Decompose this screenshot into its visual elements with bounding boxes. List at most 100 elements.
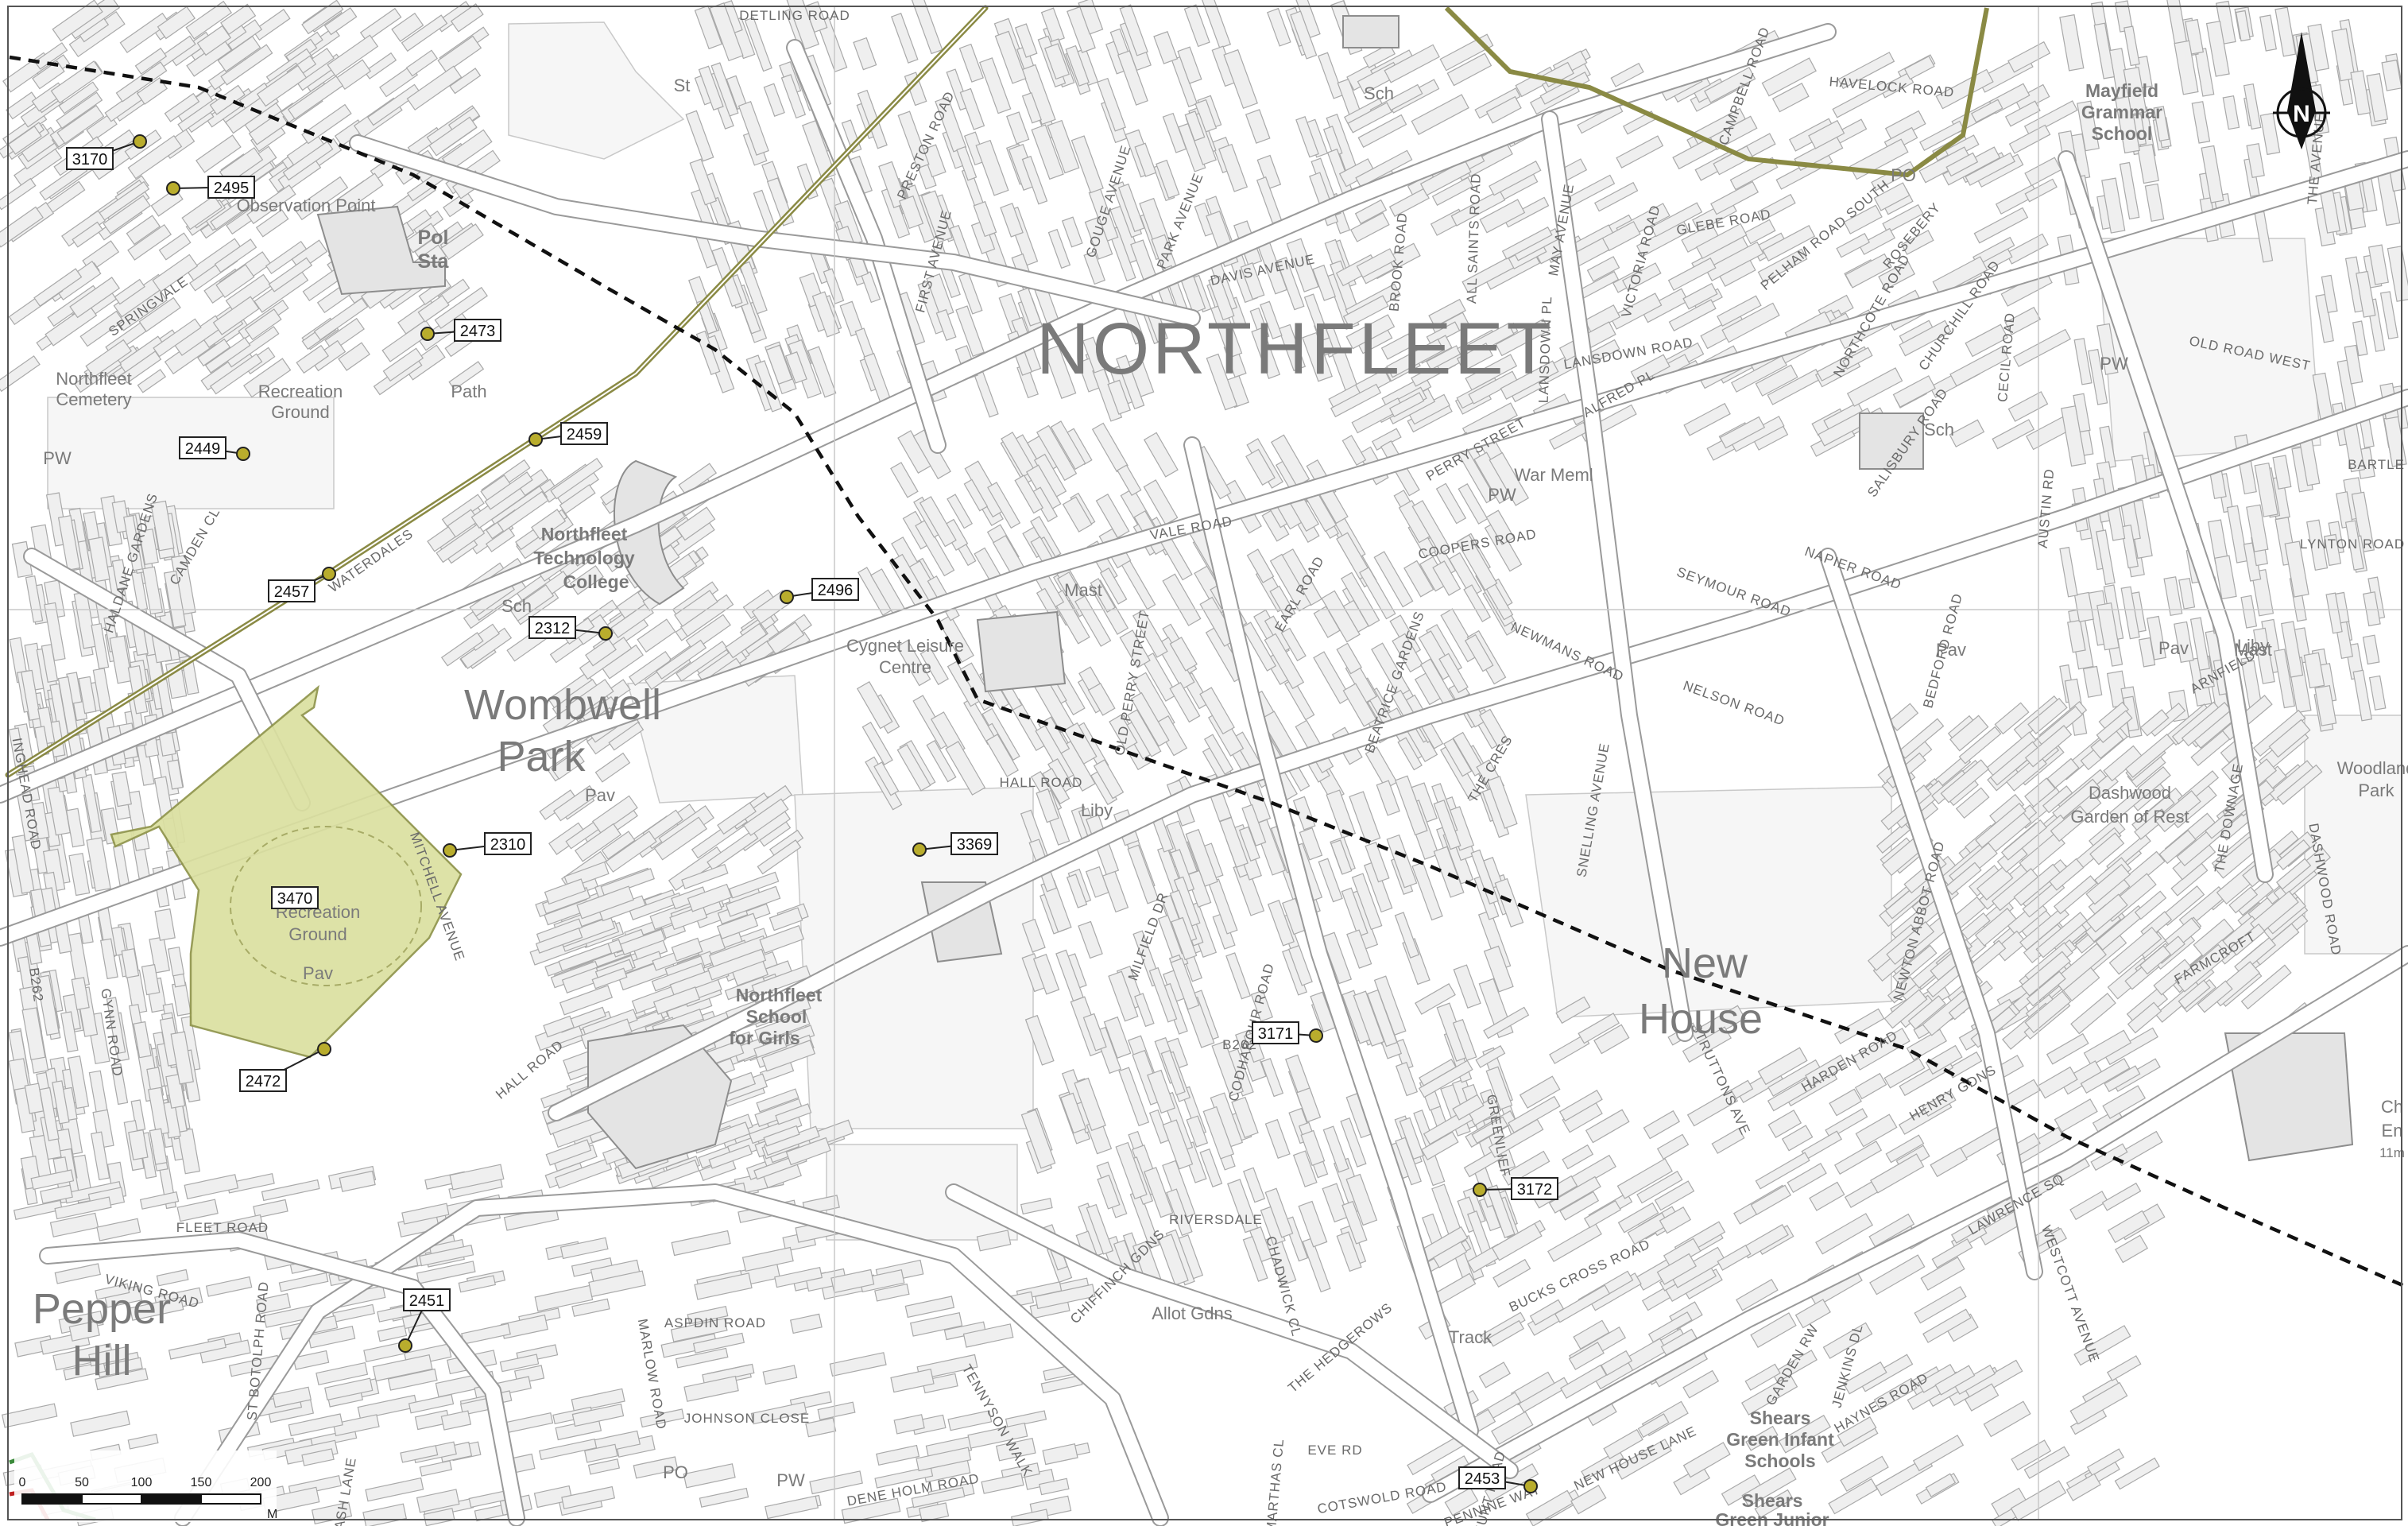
- building-block: [268, 257, 313, 292]
- building-block: [36, 974, 60, 1036]
- building-block: [1411, 94, 1469, 136]
- building-block: [416, 1261, 476, 1284]
- building-block: [915, 519, 955, 577]
- building-block: [2281, 621, 2304, 678]
- building-block: [416, 1489, 460, 1513]
- building-block: [437, 35, 482, 73]
- building-block: [569, 565, 604, 595]
- building-block: [204, 337, 251, 374]
- place-label: Park: [497, 733, 586, 780]
- building-block: [34, 42, 68, 70]
- building-block: [890, 1368, 935, 1393]
- building-block: [717, 802, 757, 835]
- marker-dot[interactable]: [912, 842, 927, 857]
- building-block: [167, 759, 184, 790]
- building-block: [1371, 428, 1402, 451]
- building-block: [379, 64, 419, 98]
- building-block: [737, 101, 769, 156]
- marker-dot[interactable]: [1523, 1479, 1538, 1493]
- building-block: [2019, 831, 2065, 875]
- building-block: [1251, 327, 1281, 379]
- building-block: [1975, 802, 2027, 849]
- place-label: Garden of Rest: [2070, 807, 2189, 827]
- building-block: [2336, 491, 2354, 529]
- building-block: [2243, 83, 2262, 130]
- building-block: [1836, 232, 1871, 258]
- building-block: [440, 223, 484, 261]
- marker-dot[interactable]: [598, 626, 613, 641]
- building-block: [675, 1347, 729, 1369]
- marker-dot[interactable]: [420, 327, 435, 341]
- building-block: [2042, 785, 2073, 814]
- building-block: [246, 184, 296, 225]
- building-block: [683, 1463, 736, 1489]
- building-block: [1208, 275, 1235, 321]
- building-block: [21, 1007, 46, 1060]
- building-block: [1829, 1088, 1862, 1117]
- greenspace-layer: [47, 21, 2402, 1241]
- building-block: [1086, 1203, 1114, 1255]
- building-block: [1869, 1254, 1926, 1296]
- building-block: [127, 223, 172, 261]
- building-block: [158, 232, 192, 261]
- building-block: [1036, 788, 1059, 823]
- building-block: [1355, 149, 1413, 188]
- building-block: [2085, 863, 2131, 905]
- building-block: [67, 1055, 90, 1110]
- marker-dot[interactable]: [443, 843, 457, 858]
- building-block: [1117, 50, 1148, 106]
- building-block: [2235, 880, 2274, 916]
- scale-label: 200: [250, 1476, 272, 1489]
- building-block: [2144, 183, 2165, 222]
- marker-dot[interactable]: [317, 1042, 331, 1056]
- building-block: [106, 997, 126, 1055]
- building-block: [1017, 287, 1042, 327]
- building-block: [278, 1272, 329, 1292]
- marker-dot[interactable]: [528, 432, 543, 447]
- building-block: [1458, 482, 1489, 525]
- building-block: [2259, 14, 2277, 52]
- marker-dot[interactable]: [236, 447, 250, 461]
- scale-label: 150: [191, 1476, 212, 1489]
- building-block: [288, 1413, 343, 1437]
- place-label: Pav: [2158, 638, 2189, 658]
- site-marker-3470[interactable]: 3470: [271, 886, 319, 909]
- building-block: [256, 64, 308, 107]
- place-label: Recreation: [258, 382, 343, 401]
- marker-dot[interactable]: [780, 590, 794, 604]
- place-label: PO: [1891, 165, 1916, 185]
- building-block: [710, 62, 739, 117]
- building-block: [1432, 1241, 1468, 1268]
- building-block: [1395, 775, 1428, 836]
- building-block: [1199, 1148, 1223, 1187]
- building-block: [285, 1439, 339, 1465]
- marker-dot[interactable]: [133, 134, 147, 149]
- building-block: [1036, 424, 1078, 482]
- building-block: [220, 44, 273, 86]
- building-block: [1420, 1131, 1459, 1161]
- marker-dot[interactable]: [322, 567, 336, 581]
- marker-dot[interactable]: [1473, 1183, 1487, 1197]
- place-label: PW: [2100, 354, 2128, 374]
- building-block: [1364, 861, 1393, 913]
- building-block: [1650, 202, 1703, 238]
- building-block: [1682, 1026, 1732, 1063]
- marker-dot[interactable]: [1309, 1028, 1323, 1043]
- building-block: [181, 195, 223, 230]
- building-block: [1888, 703, 1919, 731]
- building-block: [1099, 567, 1128, 605]
- building-block: [404, 344, 446, 381]
- building-block: [1108, 970, 1139, 1022]
- building-block: [126, 215, 161, 246]
- building-block: [1399, 1117, 1424, 1160]
- building-block: [1983, 1400, 2031, 1438]
- marker-dot[interactable]: [166, 181, 180, 196]
- building-block: [1278, 323, 1307, 372]
- building-block: [1479, 708, 1509, 748]
- marker-dot[interactable]: [398, 1338, 412, 1353]
- building-block: [443, 190, 474, 218]
- building-block: [509, 584, 555, 622]
- building-block: [1211, 1040, 1244, 1097]
